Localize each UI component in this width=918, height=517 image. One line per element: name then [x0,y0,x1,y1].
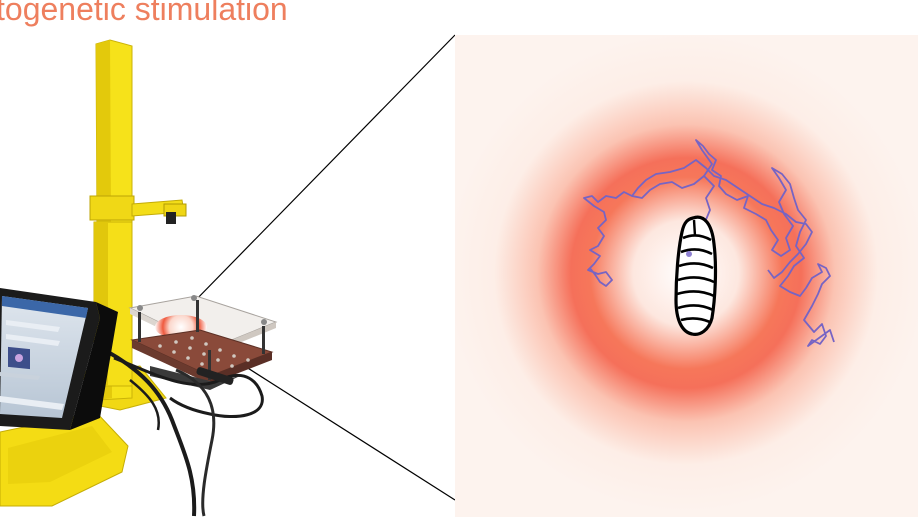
zoom-line-bottom [231,357,456,501]
zoom-line-top [189,34,456,307]
figure-title: togenetic stimulation [0,0,288,27]
rig-illustration [0,39,278,517]
larva-drawing [674,215,718,336]
larva-trajectory-path [695,139,835,347]
larva-trajectory-path-left [583,175,705,287]
larva-trajectory-path-middle [631,159,813,279]
